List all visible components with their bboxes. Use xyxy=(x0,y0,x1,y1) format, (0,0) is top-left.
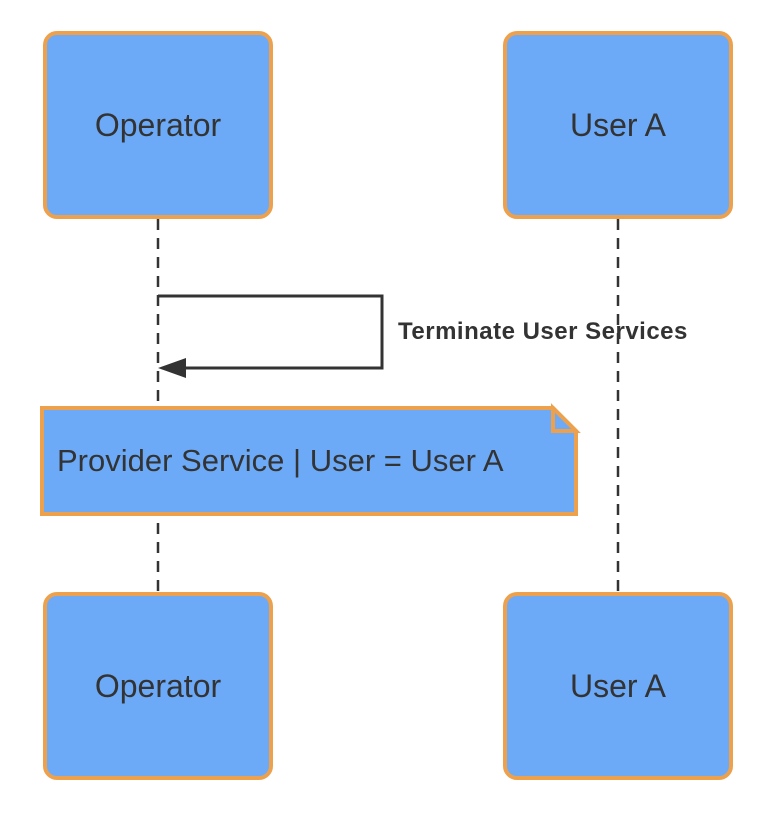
note-shape[interactable] xyxy=(40,406,578,516)
note-fold-corner xyxy=(551,403,581,433)
message-label[interactable]: Terminate User Services xyxy=(398,318,688,345)
note-text: Provider Service | User = User A xyxy=(57,443,504,478)
actor-box-operator-top[interactable]: Operator xyxy=(43,31,273,219)
actor-box-operator-bottom[interactable]: Operator xyxy=(43,592,273,780)
self-message-arrow[interactable] xyxy=(158,294,384,370)
actor-label: User A xyxy=(569,106,667,143)
actor-label: User A xyxy=(569,667,667,704)
actor-box-user-a-top[interactable]: User A xyxy=(503,31,733,219)
actor-label: Operator xyxy=(94,667,222,704)
message-arrowhead[interactable] xyxy=(158,358,186,378)
note[interactable]: Provider Service | User = User A xyxy=(42,408,576,514)
actor-box-user-a-bottom[interactable]: User A xyxy=(503,592,733,780)
actor-label: Operator xyxy=(94,106,222,143)
